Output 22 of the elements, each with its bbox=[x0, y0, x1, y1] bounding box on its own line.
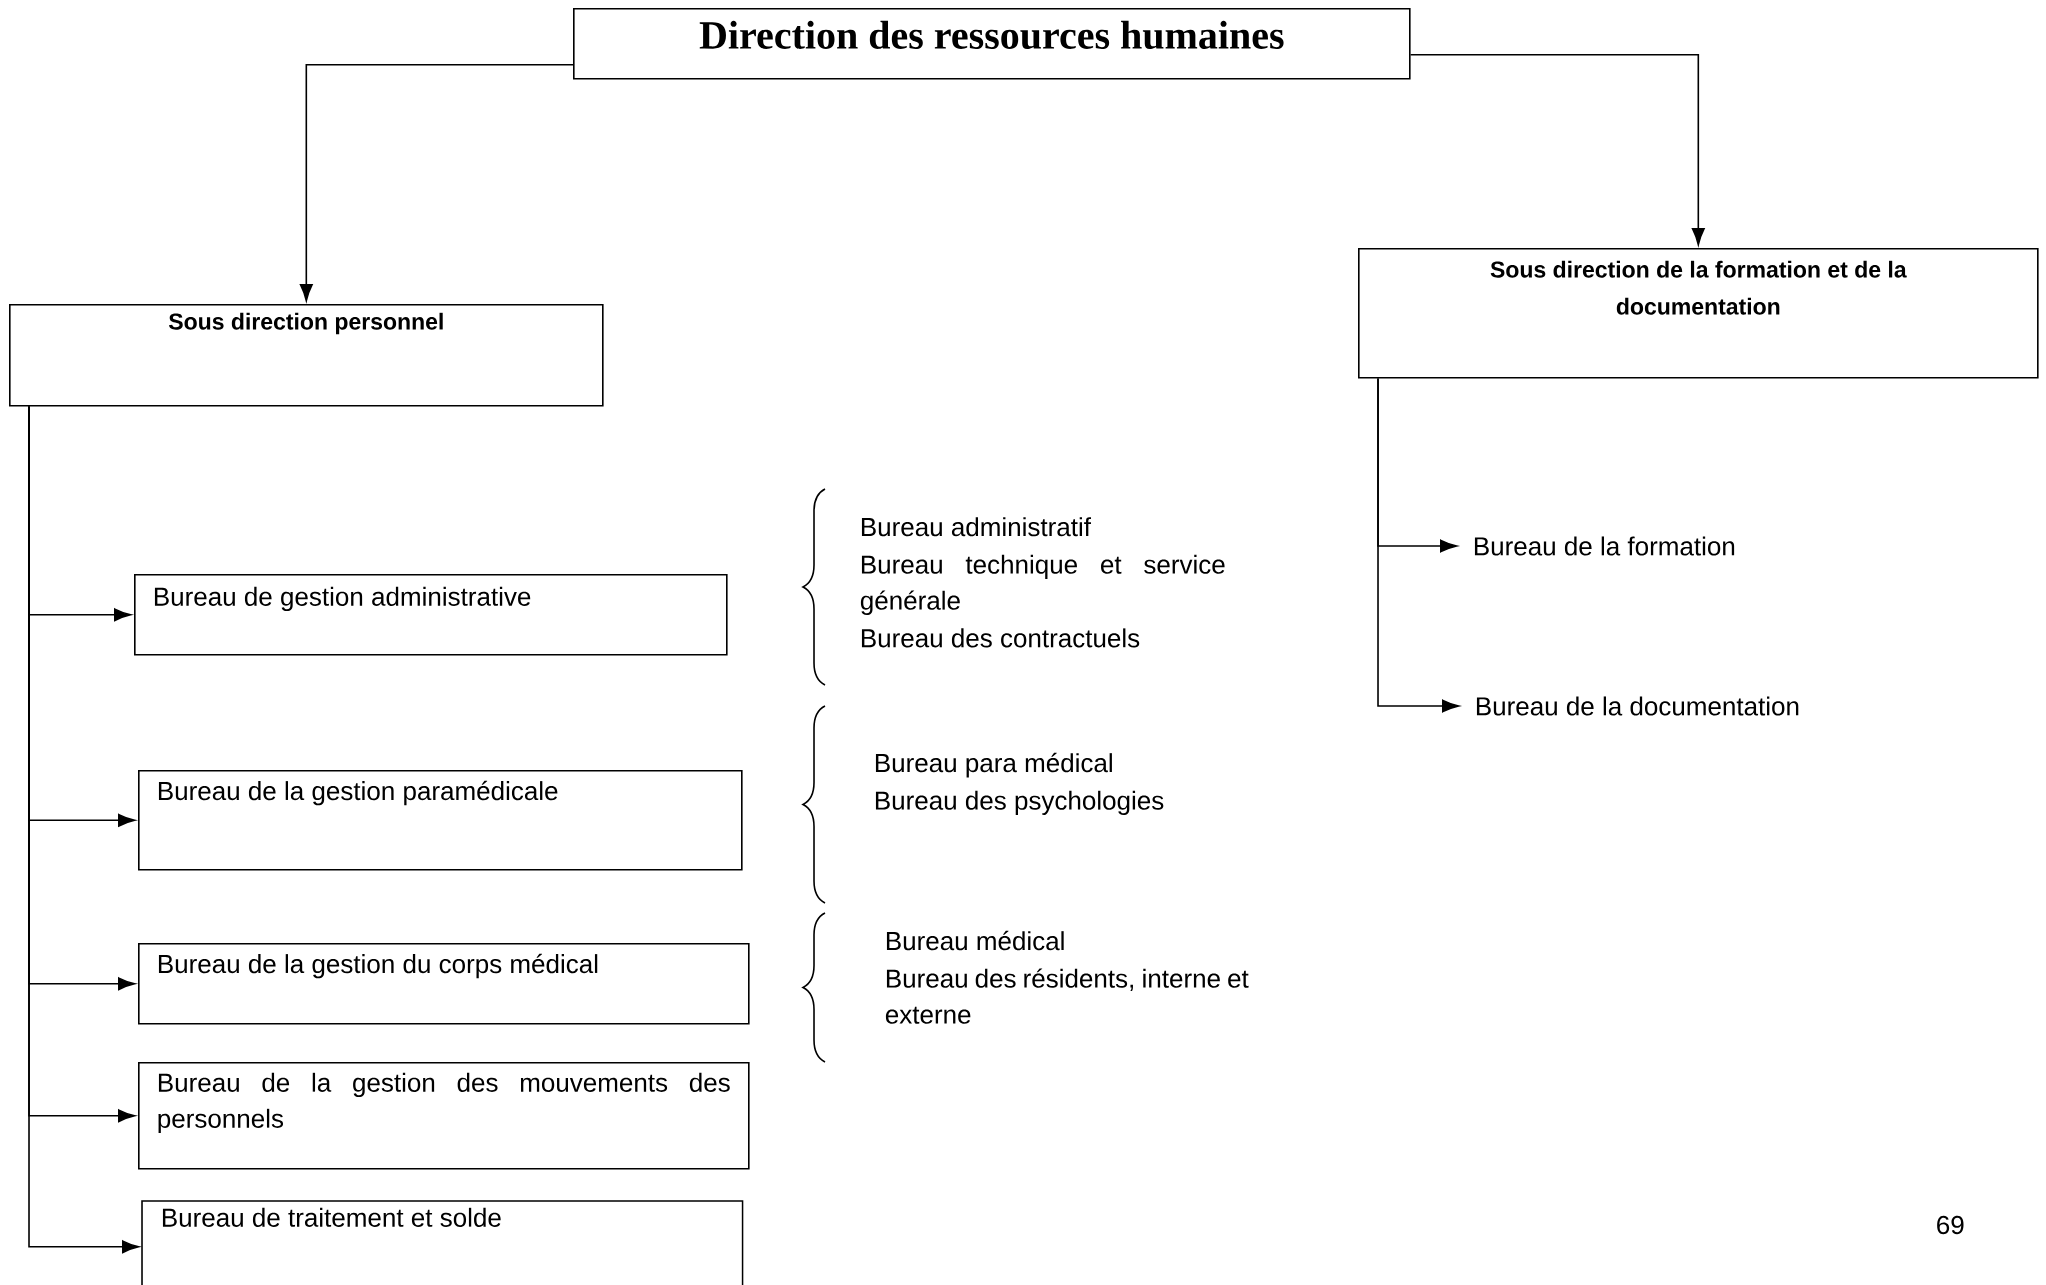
office-box: Bureau de gestion administrative bbox=[134, 574, 728, 656]
arrow bbox=[1377, 377, 1460, 713]
page-number: 69 bbox=[1937, 1215, 1964, 1235]
arrow bbox=[28, 405, 140, 1254]
list-item: Bureau technique et service générale bbox=[860, 554, 1225, 615]
list-item: Bureau des contractuels bbox=[861, 628, 1140, 648]
list-item: Bureau para médical bbox=[875, 752, 1112, 778]
department-box: Sous direction personnel bbox=[9, 304, 604, 407]
office-box: Bureau de la gestion paramédicale bbox=[138, 770, 743, 871]
office-box: Bureau de traitement et solde bbox=[141, 1200, 744, 1285]
list-item: Bureau médical bbox=[886, 930, 1064, 951]
list-item: Bureau des psychologies bbox=[875, 790, 1164, 815]
list-item: Bureau des résidents, interne et externe bbox=[885, 968, 1249, 1024]
list-item: Bureau administratif bbox=[861, 517, 1091, 537]
office-box: Bureau de la gestion du corps médical bbox=[138, 943, 750, 1025]
office-label: Bureau de la documentation bbox=[1476, 696, 1799, 716]
title-box: Direction des ressources humaines bbox=[573, 8, 1411, 80]
office-label: Bureau de la formation bbox=[1474, 536, 1735, 556]
department-box: Sous direction de la formation et de la documentation bbox=[1358, 248, 2039, 379]
arrow bbox=[299, 64, 574, 302]
arrow bbox=[1409, 54, 1705, 246]
office-box: Bureau de la gestion des mouvements des personnels bbox=[138, 1062, 750, 1170]
